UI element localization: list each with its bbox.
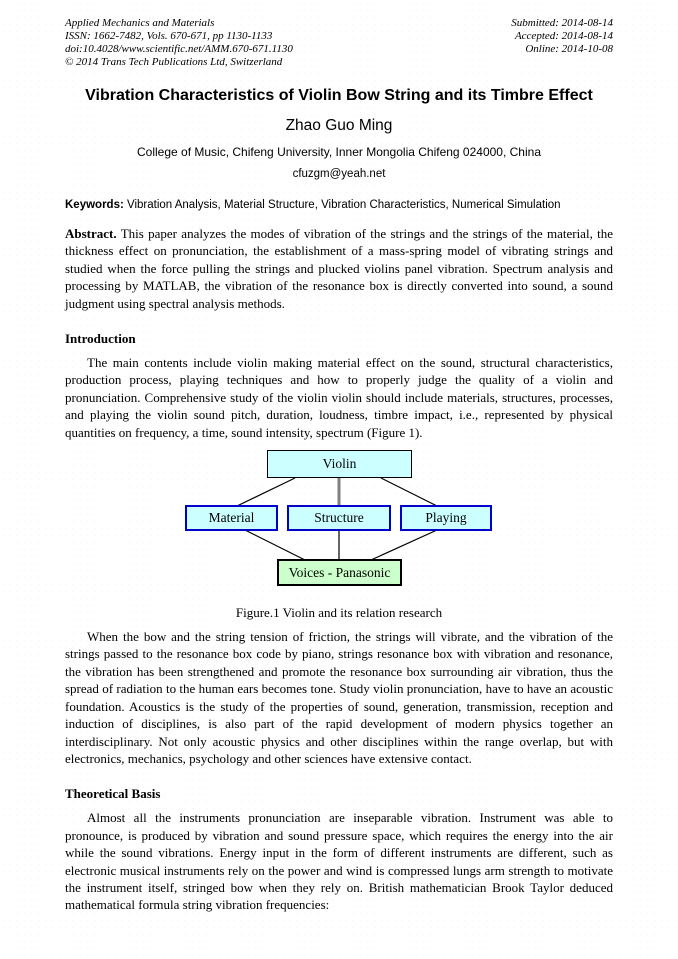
diagram-node-playing: Playing (400, 505, 492, 532)
journal-copyright-line: © 2014 Trans Tech Publications Ltd, Swit… (65, 56, 283, 68)
journal-header-right: Submitted: 2014-08-14 Accepted: 2014-08-… (511, 17, 613, 69)
connector-playing-voices (370, 529, 438, 561)
section-heading-theoretical-basis: Theoretical Basis (65, 786, 161, 802)
journal-header-left: Applied Mechanics and Materials ISSN: 16… (65, 17, 293, 69)
section-heading-introduction: Introduction (65, 331, 136, 347)
diagram-node-violin: Violin (267, 450, 412, 479)
journal-doi-line: doi:10.4028/www.scientific.net/AMM.670-6… (65, 43, 293, 55)
online-date: Online: 2014-10-08 (525, 43, 613, 55)
page-content: Applied Mechanics and Materials ISSN: 16… (65, 17, 613, 913)
introduction-paragraph: The main contents include violin making … (65, 355, 613, 440)
abstract-label: Abstract. (65, 226, 117, 241)
connector-violin-material (236, 477, 296, 507)
paper-title: Vibration Characteristics of Violin Bow … (85, 87, 593, 104)
connector-material-voices (244, 529, 306, 561)
journal-issn-line: ISSN: 1662-7482, Vols. 670-671, pp 1130-… (65, 30, 273, 42)
figure1-diagram: Violin Material Structure Playing Voices… (65, 450, 613, 588)
figure1-caption: Figure.1 Violin and its relation researc… (235, 605, 443, 621)
abstract-paragraph: Abstract. This paper analyzes the modes … (65, 225, 613, 312)
journal-name: Applied Mechanics and Materials (65, 17, 215, 29)
author-affiliation: College of Music, Chifeng University, In… (137, 145, 541, 159)
accepted-date: Accepted: 2014-08-14 (514, 30, 613, 42)
diagram-connector-lines (236, 477, 438, 561)
after-figure-paragraph: When the bow and the string tension of f… (65, 629, 613, 766)
theoretical-basis-paragraph: Almost all the instruments pronunciation… (65, 810, 613, 913)
author-name: Zhao Guo Ming (285, 117, 393, 134)
connector-violin-playing (380, 477, 438, 507)
journal-header: Applied Mechanics and Materials ISSN: 16… (65, 17, 613, 69)
diagram-node-material: Material (185, 505, 278, 532)
diagram-node-structure: Structure (287, 505, 391, 532)
submitted-date: Submitted: 2014-08-14 (511, 17, 613, 29)
abstract-text: This paper analyzes the modes of vibrati… (65, 226, 613, 311)
author-email: cfuzgm@yeah.net (292, 168, 386, 180)
diagram-node-voices: Voices - Panasonic (277, 559, 402, 587)
keywords-line: Keywords: Vibration Analysis, Material S… (65, 199, 613, 211)
keywords-text: Vibration Analysis, Material Structure, … (123, 199, 561, 211)
keywords-label: Keywords: (65, 199, 124, 211)
